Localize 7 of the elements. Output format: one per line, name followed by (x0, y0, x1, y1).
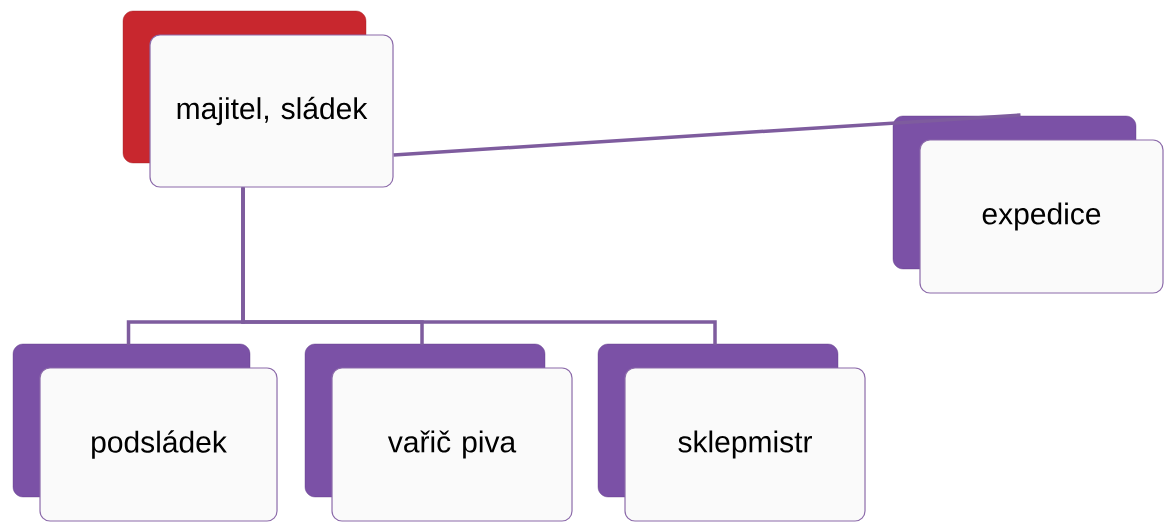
connector-line (393, 113, 1021, 157)
org-box: vařič piva (304, 343, 573, 522)
org-box: sklepmistr (597, 343, 866, 522)
connector-line (241, 187, 717, 345)
org-box: podsládek (12, 343, 278, 522)
org-box: majitel, sládek (122, 10, 394, 188)
org-box: expedice (892, 115, 1164, 294)
